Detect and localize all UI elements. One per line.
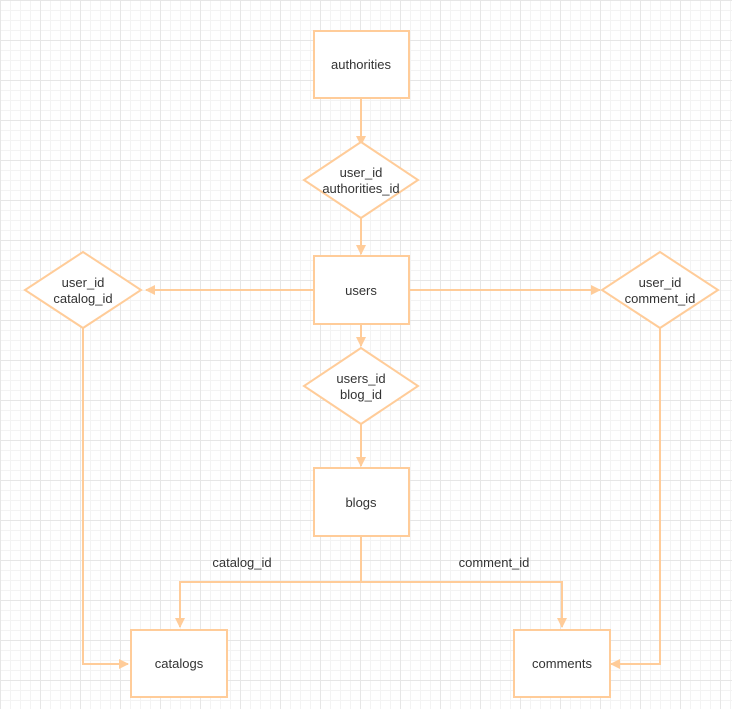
edge-label-comment-id: comment_id — [459, 555, 530, 570]
relation-label-line1: user_id — [62, 275, 105, 290]
entity-label-blogs: blogs — [345, 495, 377, 510]
entity-authorities[interactable]: authorities — [313, 30, 410, 99]
edge-blogs-to-comments — [361, 581, 567, 628]
relation-user-comment[interactable]: user_id comment_id — [600, 250, 720, 330]
relation-diamond — [302, 140, 420, 220]
relation-label-line1: users_id — [336, 371, 385, 386]
entity-label-authorities: authorities — [331, 57, 391, 72]
relation-label-line1: user_id — [639, 275, 682, 290]
relation-user-blog[interactable]: users_id blog_id — [302, 346, 420, 426]
relation-label-line1: user_id — [340, 165, 383, 180]
entity-label-comments: comments — [532, 656, 592, 671]
entity-users[interactable]: users — [313, 255, 410, 325]
relation-diamond — [600, 250, 720, 330]
relation-label-line2: comment_id — [625, 291, 696, 306]
entity-box — [313, 30, 410, 99]
entity-box — [313, 255, 410, 325]
entity-box — [130, 629, 228, 698]
edge-user-comment-to-comments — [610, 328, 661, 669]
relation-user-authority[interactable]: user_id authorities_id — [302, 140, 420, 220]
relation-label-line2: blog_id — [340, 387, 382, 402]
entity-label-catalogs: catalogs — [155, 656, 204, 671]
entity-comments[interactable]: comments — [513, 629, 611, 698]
entity-box — [513, 629, 611, 698]
relation-user-catalog[interactable]: user_id catalog_id — [23, 250, 143, 330]
relation-diamond — [302, 346, 420, 426]
relation-label-line2: catalog_id — [53, 291, 112, 306]
entity-label-users: users — [345, 283, 377, 298]
edge-blogs-to-catalogs — [175, 536, 362, 628]
relation-diamond — [23, 250, 143, 330]
entity-blogs[interactable]: blogs — [313, 467, 410, 537]
entity-box — [313, 467, 410, 537]
edge-user-catalog-to-catalogs — [82, 328, 129, 669]
entity-catalogs[interactable]: catalogs — [130, 629, 228, 698]
edge-label-catalog-id: catalog_id — [212, 555, 271, 570]
relation-label-line2: authorities_id — [322, 181, 399, 196]
